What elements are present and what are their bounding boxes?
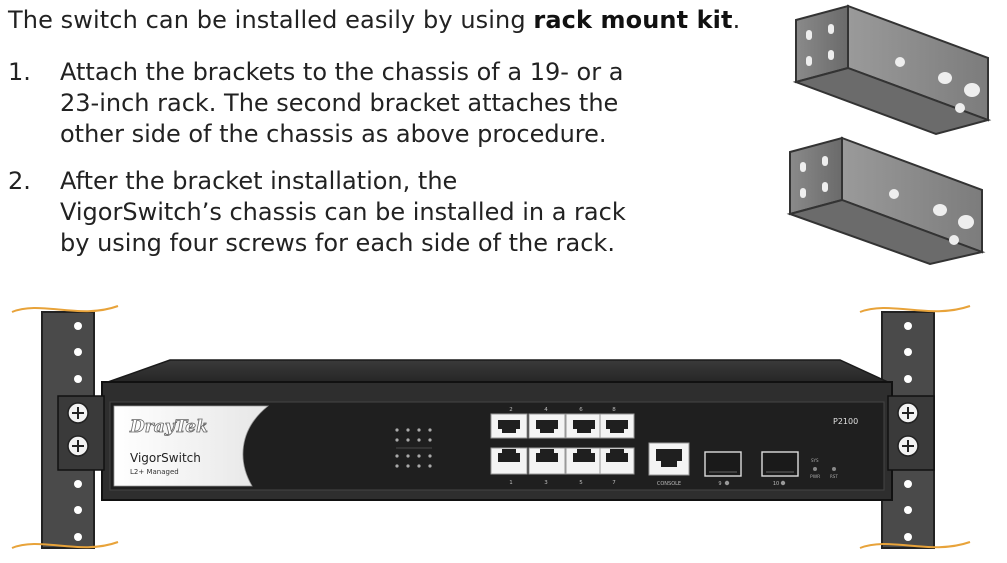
- port-label: 7: [612, 480, 616, 486]
- sfp-led-icon: [724, 480, 730, 486]
- switch-chassis-top: [107, 359, 889, 383]
- rack-bracket-icon: [792, 4, 992, 136]
- sfp-port: [704, 451, 742, 477]
- status-led-icon: [813, 467, 817, 471]
- port-label: 8: [612, 407, 616, 413]
- port-label: 6: [579, 407, 583, 413]
- pwr-label: PWR: [810, 474, 820, 480]
- led-indicator-grid: [395, 428, 432, 468]
- rst-label: RST: [830, 474, 838, 479]
- step-line: 23-inch rack. The second bracket attache…: [60, 89, 619, 117]
- ethernet-port-bottom-row: [490, 447, 635, 475]
- intro-period: .: [732, 6, 741, 34]
- sfp-label: 10: [773, 481, 779, 487]
- sys-label: SYS: [811, 458, 819, 463]
- console-port: [648, 442, 690, 476]
- sfp-label: 9: [718, 481, 721, 487]
- device-name: VigorSwitch: [130, 451, 201, 465]
- status-led-icon: [832, 467, 836, 471]
- model-label: P2100: [833, 417, 858, 426]
- intro-sentence: The switch can be installed easily by us…: [8, 6, 740, 34]
- step-line: other side of the chassis as above proce…: [60, 120, 607, 148]
- rack-bracket-icon: [786, 136, 986, 266]
- step-number: 1.: [8, 58, 31, 86]
- port-label: 2: [509, 407, 513, 413]
- brand-plate: [113, 405, 270, 487]
- screw-icon: [67, 435, 89, 457]
- step-line: After the bracket installation, the: [60, 167, 458, 195]
- screw-icon: [67, 402, 89, 424]
- step-line: Attach the brackets to the chassis of a …: [60, 58, 624, 86]
- sfp-led-icon: [780, 480, 786, 486]
- port-label: 5: [579, 480, 583, 486]
- intro-bold-text: rack mount kit: [533, 6, 733, 34]
- brand-logo: DrayTek: [129, 417, 208, 437]
- screw-icon: [897, 435, 919, 457]
- ethernet-port-top-row: [490, 413, 635, 439]
- step-number: 2.: [8, 167, 31, 195]
- step-line: by using four screws for each side of th…: [60, 229, 615, 257]
- step-line: VigorSwitch’s chassis can be installed i…: [60, 198, 626, 226]
- step-text: After the bracket installation, the Vigo…: [60, 166, 626, 259]
- port-label: 4: [544, 407, 548, 413]
- port-label: 3: [544, 480, 548, 486]
- intro-text: The switch can be installed easily by us…: [8, 6, 534, 34]
- screw-icon: [897, 402, 919, 424]
- device-subtitle: L2+ Managed: [130, 468, 179, 476]
- port-label: 1: [509, 480, 513, 486]
- step-text: Attach the brackets to the chassis of a …: [60, 57, 623, 150]
- sfp-port: [761, 451, 799, 477]
- console-label: CONSOLE: [657, 481, 681, 487]
